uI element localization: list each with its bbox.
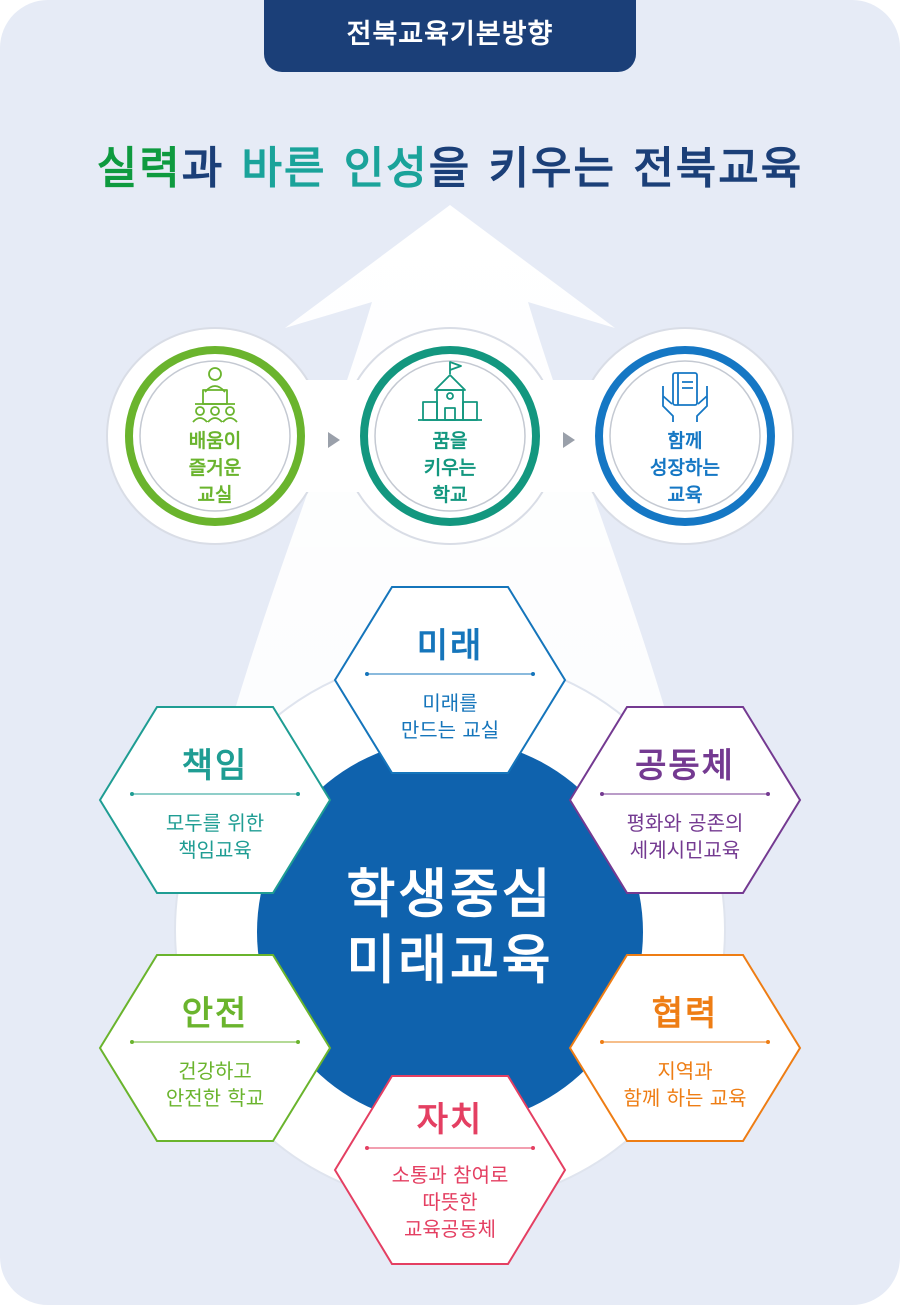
circle-school-label: 꿈을 키우는 학교 xyxy=(370,428,530,509)
school-building-icon xyxy=(418,361,482,421)
circle-school xyxy=(360,346,540,526)
hexagon-cooperation-desc: 지역과 함께 하는 교육 xyxy=(565,1058,805,1112)
hexagon-future-desc: 미래를 만드는 교실 xyxy=(330,690,570,744)
hexagon-autonomy-title: 자치 xyxy=(416,1100,484,1140)
hexagon-safety xyxy=(98,954,332,1142)
hexagon-cooperation-line-2: 함께 하는 교육 xyxy=(623,1086,747,1110)
circle-school-line-1: 꿈을 xyxy=(432,430,468,452)
hexagon-safety-line-1: 건강하고 xyxy=(178,1059,252,1083)
center-label: 학생중심 미래교육 xyxy=(280,862,620,994)
hexagon-community-desc: 평화와 공존의 세계시민교육 xyxy=(565,810,805,864)
circle-school-line-3: 학교 xyxy=(432,484,468,506)
hexagon-responsibility xyxy=(98,706,332,894)
circle-classroom-line-2: 즐거운 xyxy=(188,457,242,479)
teacher-podium-icon xyxy=(192,367,238,423)
hexagon-cooperation-title: 협력 xyxy=(651,994,719,1034)
next-arrow-icon xyxy=(563,432,575,448)
motto-part2: 과 xyxy=(181,143,242,194)
header-tab xyxy=(264,0,636,72)
hexagon-community xyxy=(568,706,802,894)
circle-growth-line-2: 성장하는 xyxy=(650,457,720,479)
hexagon-future-line-1: 미래를 xyxy=(422,691,478,715)
motto-part4: 을 키우는 전북교육 xyxy=(428,143,804,194)
hexagon-community-line-2: 세계시민교육 xyxy=(629,838,741,862)
hexagon-future-line-2: 만드는 교실 xyxy=(400,718,500,742)
hands-book-icon xyxy=(662,372,708,422)
hexagon-responsibility-desc: 모두를 위한 책임교육 xyxy=(95,810,335,864)
hexagon-community-title: 공동체 xyxy=(635,746,735,786)
hexagon-responsibility-line-2: 책임교육 xyxy=(178,838,252,862)
hexagon-autonomy-line-2: 따뜻한 xyxy=(422,1190,478,1214)
center-line-1: 학생중심 xyxy=(346,864,554,925)
hexagon-responsibility-title: 책임 xyxy=(181,746,249,786)
center-line-2: 미래교육 xyxy=(346,930,554,991)
hexagon-future-title: 미래 xyxy=(416,626,484,666)
hexagon-safety-line-2: 안전한 학교 xyxy=(165,1086,265,1110)
circle-classroom-line-1: 배움이 xyxy=(188,430,242,452)
circle-growth-line-3: 교육 xyxy=(667,484,703,506)
hexagon-cooperation xyxy=(568,954,802,1142)
hexagon-autonomy-desc: 소통과 참여로 따뜻한 교육공동체 xyxy=(330,1162,570,1243)
circle-school-line-2: 키우는 xyxy=(423,457,477,479)
motto-part3: 바른 인성 xyxy=(241,143,429,194)
hexagon-autonomy-line-1: 소통과 참여로 xyxy=(391,1163,509,1187)
hexagon-safety-desc: 건강하고 안전한 학교 xyxy=(95,1058,335,1112)
motto-heading: 실력과 바른 인성을 키우는 전북교육 xyxy=(0,132,900,196)
hexagon-autonomy-line-3: 교육공동체 xyxy=(404,1217,496,1241)
hexagon-autonomy xyxy=(333,1075,567,1265)
circle-growth-line-1: 함께 xyxy=(667,430,703,452)
circle-classroom-line-3: 교실 xyxy=(197,484,233,506)
hexagon-responsibility-line-1: 모두를 위한 xyxy=(165,811,265,835)
hexagon-community-line-1: 평화와 공존의 xyxy=(626,811,744,835)
hexagon-cooperation-line-1: 지역과 xyxy=(657,1059,713,1083)
header-title: 전북교육기본방향 xyxy=(346,19,554,50)
hexagon-safety-title: 안전 xyxy=(181,994,249,1034)
circle-growth-label: 함께 성장하는 교육 xyxy=(605,428,765,509)
next-arrow-icon xyxy=(328,432,340,448)
circle-classroom-label: 배움이 즐거운 교실 xyxy=(135,428,295,509)
hexagon-future xyxy=(333,586,567,774)
circle-growth xyxy=(595,346,775,526)
motto-part1: 실력 xyxy=(96,143,182,194)
circle-classroom xyxy=(125,346,305,526)
center-circle xyxy=(257,739,643,1125)
